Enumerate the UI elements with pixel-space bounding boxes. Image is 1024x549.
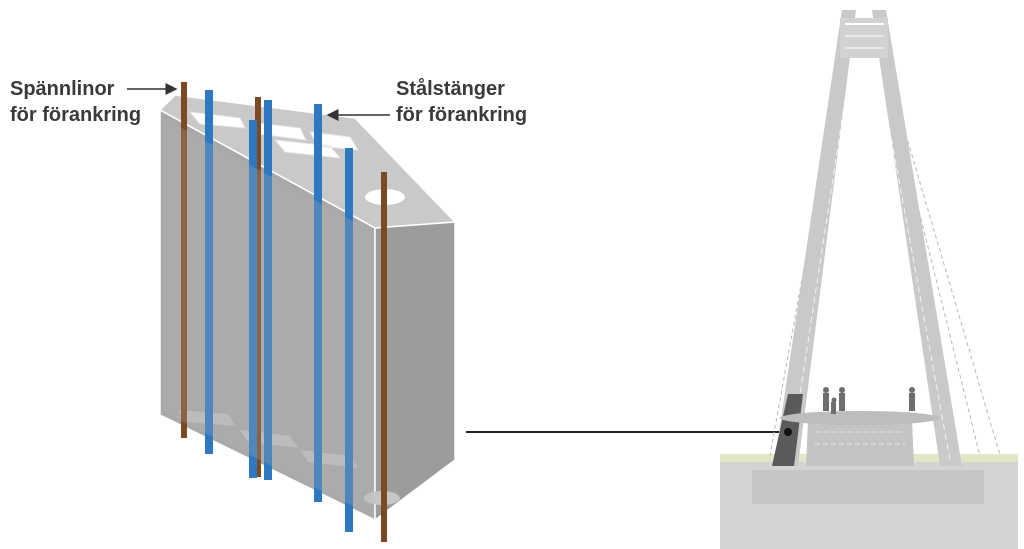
tendon <box>181 82 187 438</box>
stay-cable <box>881 61 981 457</box>
tendon <box>381 172 387 542</box>
steel-bars <box>205 90 353 532</box>
platform-deck <box>780 411 940 425</box>
steel-bars-label-line2: för förankring <box>396 104 528 126</box>
stay-cable <box>883 59 1001 456</box>
steel-bar <box>205 90 213 454</box>
block-side-face <box>374 221 456 522</box>
anchor-tendons-label: Spännlinor för förankring <box>10 76 141 128</box>
steel-bar <box>249 120 257 478</box>
anchor-point-marker <box>784 428 792 436</box>
anchor-tendons-label-line1: Spännlinor <box>10 78 115 100</box>
steel-bars-label: Stålstänger för förankring <box>396 76 527 128</box>
steel-bar <box>314 104 322 502</box>
tendon <box>255 97 261 477</box>
foundation-plinth <box>752 470 984 504</box>
steel-bar <box>264 100 272 480</box>
steel-bar <box>345 148 353 532</box>
anchor-tendons <box>181 82 387 542</box>
tower <box>720 10 1018 549</box>
steel-bars-label-line1: Stålstänger <box>396 78 505 100</box>
block-front-overlay <box>163 118 373 516</box>
anchor-tendons-label-line2: för förankring <box>10 104 142 126</box>
tower-leg-left <box>774 10 856 466</box>
people-silhouettes <box>823 387 915 414</box>
tower-leg-right <box>872 10 962 466</box>
viewing-platform <box>806 418 914 466</box>
